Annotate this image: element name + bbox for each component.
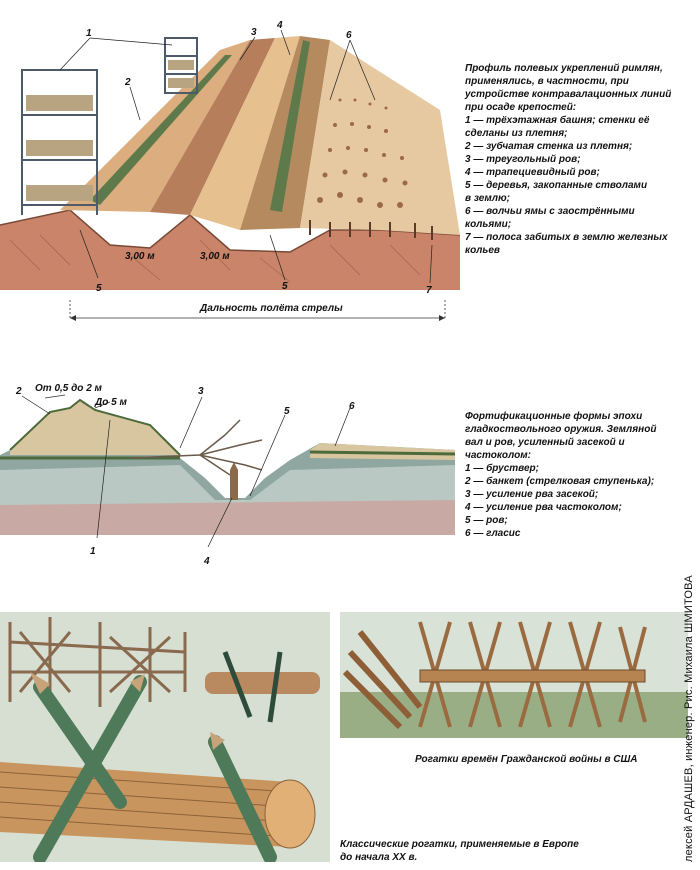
caption2-item: 2 — банкет (стрелковая ступенька); (465, 476, 655, 487)
callout-3-s1: 3 (251, 27, 257, 38)
caption2-title-line: частоколом: (465, 450, 531, 461)
caption1-item: 7 — полоса забитых в землю железных (465, 232, 668, 243)
caption1-item: сделаны из плетня; (465, 128, 568, 139)
caption1-item: 5 — деревья, закопанные стволами (465, 180, 648, 191)
section1-caption: Профиль полевых укреплений римлян, приме… (465, 62, 680, 257)
callout-1-s1: 1 (86, 28, 92, 39)
caption2-item: 6 — гласис (465, 528, 521, 539)
callout-2-s1: 2 (125, 77, 131, 88)
callout-7-s1: 7 (426, 285, 432, 296)
callout-6-s1: 6 (346, 30, 352, 41)
callout-3-s2: 3 (198, 386, 204, 397)
caption1-item: 3 — треугольный ров; (465, 154, 581, 165)
caption2-title-line: Фортификационные формы эпохи (465, 411, 643, 422)
roman-fortification-illustration (0, 0, 460, 330)
callout-4-s2: 4 (204, 556, 210, 567)
caption2-item: 1 — бруствер; (465, 463, 539, 474)
classic-cheval-de-frise-illustration (0, 612, 330, 862)
callout-5a-s1: 5 (96, 283, 102, 294)
callout-4-s1: 4 (277, 20, 283, 31)
caption1-title-line: применялись, в частности, при (465, 76, 629, 87)
caption1-item: 4 — трапециевидный ров; (465, 167, 600, 178)
caption1-title-line: Профиль полевых укреплений римлян, (465, 63, 663, 74)
dimension-label-banquette: От 0,5 до 2 м (35, 383, 102, 394)
callout-2-s2: 2 (16, 386, 22, 397)
smoothbore-fortification-illustration (0, 370, 455, 570)
caption2-item: 3 — усиление рва засекой; (465, 489, 599, 500)
section2-caption: Фортификационные формы эпохи гладкоствол… (465, 410, 680, 540)
caption1-title-line: устройстве контравалационных линий (465, 89, 672, 100)
classic-caption-line: до начала XX в. (340, 852, 418, 863)
civil-war-caption: Рогатки времён Гражданской войны в США (415, 754, 638, 765)
callout-5-s2: 5 (284, 406, 290, 417)
caption1-item: кольями; (465, 219, 512, 230)
caption1-item: 1 — трёхэтажная башня; стенки её (465, 115, 650, 126)
caption2-item: 5 — ров; (465, 515, 508, 526)
caption1-item: кольев (465, 245, 500, 256)
caption1-item: в землю; (465, 193, 510, 204)
caption2-title-line: вал и ров, усиленный засекой и (465, 437, 625, 448)
callout-1-s2: 1 (90, 546, 96, 557)
author-credit: лексей АРДАШЕВ, инженер. Рис. Михаила ШМ… (683, 575, 695, 862)
range-label: Дальность полёта стрелы (200, 303, 343, 314)
caption2-title-line: гладкоствольного оружия. Земляной (465, 424, 657, 435)
dimension-label-height: До 5 м (95, 397, 127, 408)
classic-caption-line: Классические рогатки, применяемые в Евро… (340, 839, 579, 850)
civil-war-cheval-de-frise-illustration (340, 612, 688, 738)
depth-label-2: 3,00 м (200, 251, 230, 262)
classic-caption: Классические рогатки, применяемые в Евро… (340, 838, 579, 864)
callout-6-s2: 6 (349, 401, 355, 412)
caption1-item: 6 — волчьи ямы с заострёнными (465, 206, 635, 217)
caption1-title-line: при осаде крепостей: (465, 102, 577, 113)
caption2-item: 4 — усиление рва частоколом; (465, 502, 622, 513)
caption1-item: 2 — зубчатая стенка из плетня; (465, 141, 633, 152)
callout-5b-s1: 5 (282, 281, 288, 292)
depth-label-1: 3,00 м (125, 251, 155, 262)
